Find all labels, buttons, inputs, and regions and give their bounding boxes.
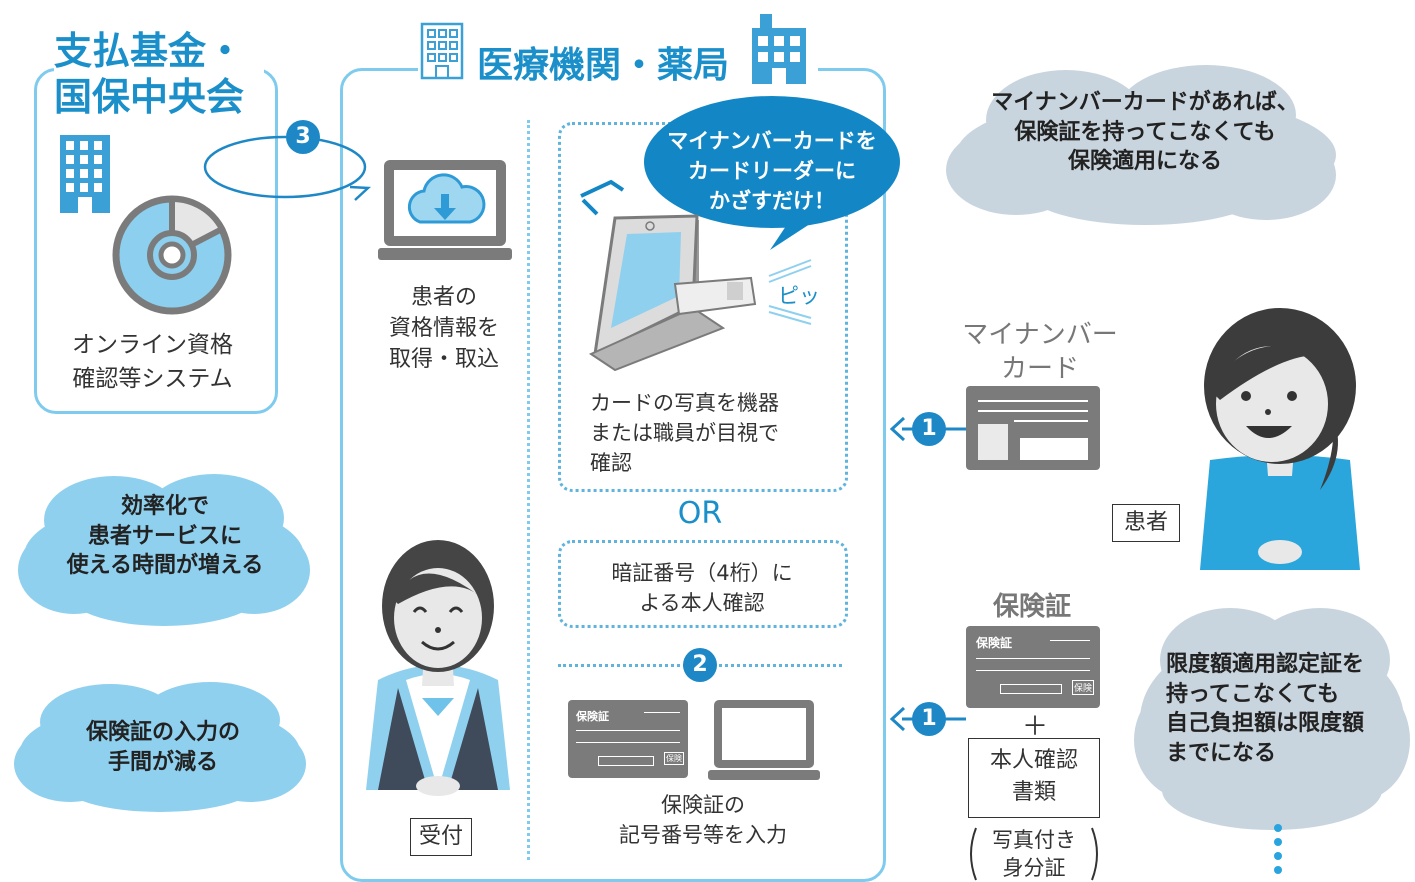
step-1-badge-bottom: 1 bbox=[912, 702, 946, 736]
cloud-top-right bbox=[946, 65, 1336, 225]
plus-sign: ＋ bbox=[1021, 712, 1048, 742]
photo-verify-text: カードの写真を機器 または職員が目視で 確認 bbox=[590, 391, 779, 475]
cloud-left-1-text: 効率化で 患者サービスに 使える時間が増える bbox=[66, 494, 264, 579]
acquire-info-text: 患者の 資格情報を 取得・取込 bbox=[388, 285, 499, 372]
hospital-outline-icon bbox=[420, 22, 464, 80]
input-text: 保険証の 記号番号等を入力 bbox=[619, 793, 787, 847]
receptionist-figure bbox=[366, 540, 510, 796]
pin-box bbox=[558, 540, 848, 628]
paren-right bbox=[1091, 827, 1098, 881]
or-label: OR bbox=[677, 496, 723, 531]
paren-left bbox=[970, 827, 977, 881]
step-1-badge-top: 1 bbox=[912, 412, 946, 446]
dots-continuation bbox=[1274, 824, 1282, 874]
loop-arrow bbox=[203, 135, 372, 201]
cloud-top-right-text: マイナンバーカードがあれば、 保険証を持ってこなくても 保険適用になる bbox=[991, 90, 1299, 175]
card-reader-icon bbox=[580, 179, 757, 372]
photo-id-note: 写真付き 身分証 bbox=[992, 828, 1076, 880]
medical-institution-title: 医療機関・薬局 bbox=[477, 45, 730, 86]
beep-lines bbox=[768, 259, 812, 325]
medical-title-bar bbox=[418, 16, 818, 96]
mynumber-card-image bbox=[966, 386, 1100, 470]
patient-figure bbox=[1200, 308, 1360, 570]
step-2-badge: 2 bbox=[683, 648, 717, 682]
pin-verify-text: 暗証番号（4桁）に よる本人確認 bbox=[611, 561, 793, 615]
reception-label: 受付 bbox=[410, 818, 472, 856]
system-name: オンライン資格 確認等システム bbox=[72, 332, 233, 392]
cloud-bottom-right bbox=[1134, 608, 1410, 830]
beep-text: ピッ bbox=[778, 284, 820, 308]
building-icon bbox=[60, 135, 110, 213]
step-3-badge: 3 bbox=[286, 120, 320, 154]
mynumber-card-title: マイナンバー カード bbox=[962, 320, 1118, 384]
insurance-card-title: 保険証 bbox=[992, 592, 1071, 622]
patient-insurance-card-image: 保険証 保険 bbox=[966, 626, 1100, 708]
hospital-building-icon bbox=[752, 14, 806, 84]
cloud-left-2 bbox=[14, 682, 306, 812]
disc-icon bbox=[112, 195, 232, 315]
insurance-card-image: 保険証 保険 bbox=[568, 700, 688, 778]
payment-fund-title: 支払基金・ 国保中央会 bbox=[54, 28, 264, 120]
laptop-icon bbox=[708, 700, 820, 780]
patient-label: 患者 bbox=[1112, 504, 1180, 542]
id-document-box: 本人確認 書類 bbox=[968, 738, 1100, 818]
speech-bubble bbox=[644, 96, 900, 250]
cloud-left-1 bbox=[18, 474, 310, 626]
cloud-bottom-right-text: 限度額適用認定証を 持ってこなくても 自己負担額は限度額 までになる bbox=[1166, 652, 1365, 767]
bubble-text: マイナンバーカードを カードリーダーに かざすだけ！ bbox=[667, 129, 877, 213]
cloud-left-2-text: 保険証の入力の 手間が減る bbox=[85, 720, 240, 775]
center-divider bbox=[527, 120, 530, 860]
laptop-download-icon bbox=[378, 160, 512, 260]
